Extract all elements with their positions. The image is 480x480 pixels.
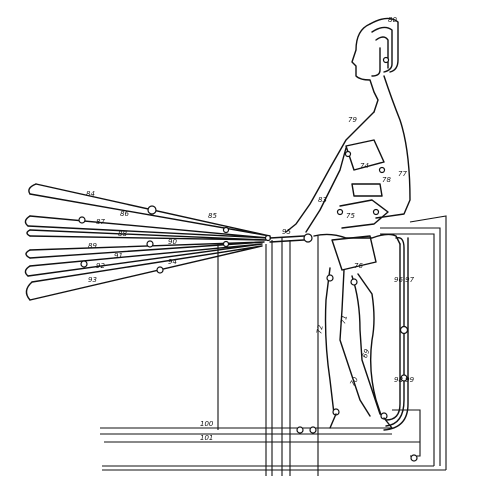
hair-wire-4 bbox=[371, 47, 381, 77]
fan-cap-86 bbox=[24, 215, 31, 227]
knee-joint-right bbox=[350, 278, 358, 286]
label-91: 91 bbox=[114, 252, 123, 260]
head-outline bbox=[351, 23, 379, 113]
thigh-back bbox=[339, 269, 371, 417]
label-79: 79 bbox=[348, 116, 357, 124]
fan-joint-84 bbox=[147, 205, 157, 215]
fan-joint-92 bbox=[80, 260, 88, 268]
fan-ray-88 bbox=[29, 229, 267, 241]
fan-cap-90 bbox=[25, 249, 31, 259]
fan-ray-86 bbox=[27, 215, 269, 239]
bench-frame-outer bbox=[380, 227, 441, 466]
loop-joint-low bbox=[400, 374, 408, 382]
rail-joint-2 bbox=[309, 426, 317, 434]
label-77: 77 bbox=[398, 170, 407, 178]
loop-wire-96-99 bbox=[385, 237, 405, 427]
fan-ray-94 bbox=[29, 245, 263, 301]
fan-joint-94 bbox=[156, 266, 164, 274]
hair-wire-3 bbox=[375, 36, 389, 69]
loop-joint-mid bbox=[399, 325, 409, 335]
chest-joint-right bbox=[378, 166, 386, 174]
fan-cap-84 bbox=[28, 183, 37, 195]
hair-wire-2 bbox=[371, 26, 393, 73]
arm-inner bbox=[305, 147, 347, 233]
label-100: 100 bbox=[200, 420, 214, 428]
fan-cap-94 bbox=[25, 281, 33, 301]
label-96-97: 96 97 bbox=[394, 276, 415, 284]
label-88: 88 bbox=[118, 230, 127, 238]
label-80: 80 bbox=[388, 16, 397, 24]
thigh-front bbox=[324, 267, 335, 415]
belt-strap bbox=[351, 183, 383, 197]
shin-back bbox=[357, 273, 383, 419]
label-71: 71 bbox=[339, 314, 349, 325]
waist-joint-right bbox=[372, 208, 380, 216]
back-line bbox=[375, 75, 411, 219]
seated-figure bbox=[285, 17, 411, 431]
label-101: 101 bbox=[200, 434, 213, 442]
hair-joint bbox=[382, 56, 390, 64]
fan-ray-92 bbox=[27, 243, 263, 277]
wire-fan bbox=[24, 183, 313, 301]
seat-rod bbox=[313, 233, 401, 245]
label-74: 74 bbox=[360, 162, 369, 170]
stand-frame bbox=[100, 215, 447, 476]
chest-panel-74 bbox=[345, 139, 385, 171]
label-85: 85 bbox=[208, 212, 217, 220]
fan-joint-89 bbox=[222, 240, 230, 248]
label-72: 72 bbox=[315, 324, 325, 335]
fan-joint-85 bbox=[222, 226, 230, 234]
shin-front bbox=[351, 275, 381, 415]
fan-cap-92 bbox=[24, 265, 31, 277]
hair-wire-1 bbox=[369, 17, 399, 73]
fan-joint-90 bbox=[146, 240, 154, 248]
label-83: 83 bbox=[318, 196, 327, 204]
bench-frame-inner bbox=[380, 233, 435, 466]
base-joint bbox=[410, 454, 418, 462]
fan-cap-88 bbox=[26, 229, 31, 237]
label-84: 84 bbox=[86, 190, 95, 198]
label-76: 76 bbox=[354, 262, 363, 270]
fan-rod-95 bbox=[269, 235, 305, 243]
front-torso bbox=[285, 111, 375, 233]
label-78: 78 bbox=[382, 176, 391, 184]
rail-joint-1 bbox=[296, 426, 304, 434]
hand-joint bbox=[303, 233, 313, 243]
waist-joint bbox=[336, 208, 344, 216]
label-87: 87 bbox=[96, 218, 105, 226]
label-86: 86 bbox=[120, 210, 129, 218]
chest-joint bbox=[344, 150, 352, 158]
bench-frame-top bbox=[409, 215, 447, 470]
label-89: 89 bbox=[88, 242, 97, 250]
label-94: 94 bbox=[168, 258, 177, 266]
label-69: 69 bbox=[361, 348, 372, 360]
label-70: 70 bbox=[349, 375, 361, 387]
label-98-99: 98 99 bbox=[394, 376, 415, 384]
base-line bbox=[102, 465, 446, 471]
number-labels: 80 79 74 78 77 83 75 84 86 85 87 88 89 9… bbox=[86, 16, 415, 442]
label-90: 90 bbox=[168, 238, 177, 246]
label-92: 92 bbox=[96, 262, 105, 270]
foot-wire bbox=[329, 413, 393, 429]
fan-joint-86 bbox=[78, 216, 86, 224]
label-75: 75 bbox=[346, 212, 355, 220]
knee-joint-left bbox=[326, 274, 334, 282]
label-95: 95 bbox=[282, 228, 291, 236]
loop-wire-inner bbox=[383, 237, 409, 431]
waist-panel-75 bbox=[339, 199, 389, 229]
label-93: 93 bbox=[88, 276, 97, 284]
